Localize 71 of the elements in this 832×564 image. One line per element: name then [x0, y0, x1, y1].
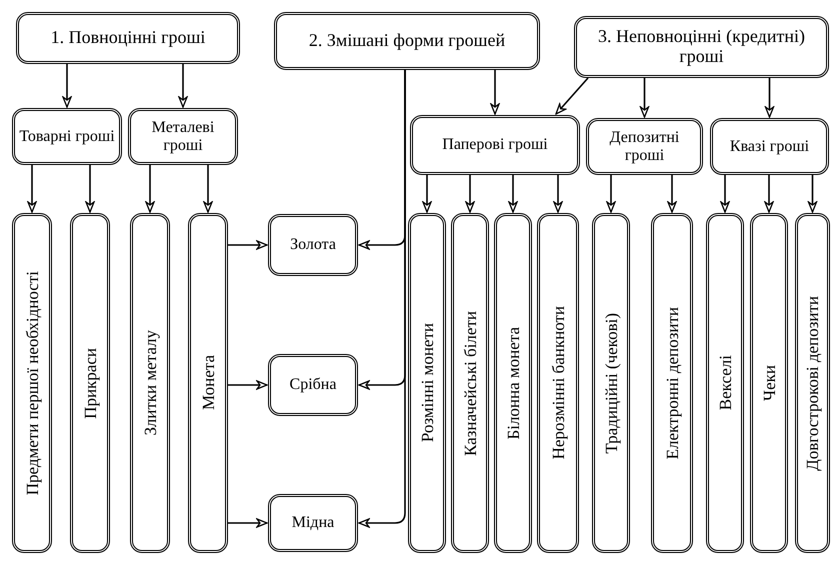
rounded-box — [16, 12, 240, 64]
box-label: Злитки металу — [142, 330, 158, 436]
arrow — [764, 175, 774, 213]
arrow — [228, 240, 268, 250]
rounded-box — [12, 108, 122, 165]
box-label: Електронні депозити — [664, 306, 680, 460]
arrow — [640, 78, 650, 118]
box-label: Монета — [200, 355, 216, 411]
rounded-box — [268, 214, 358, 276]
rounded-box — [274, 12, 540, 70]
box-label: Традиційні (чекові) — [602, 312, 620, 454]
arrow — [422, 175, 432, 213]
vertical-box — [12, 213, 52, 553]
box-label: Паперові гроші — [441, 136, 549, 154]
arrow — [720, 175, 730, 213]
arrow — [62, 64, 72, 108]
arrow — [358, 70, 406, 528]
box-label: Нерозмінні банкноти — [550, 306, 566, 460]
box-label: Товарні гроші — [18, 128, 116, 146]
vertical-box — [537, 213, 579, 553]
box-label: Депозитні гроші — [608, 128, 680, 164]
arrow — [555, 77, 589, 115]
arrow — [490, 70, 500, 115]
box-label: Прикраси — [82, 348, 98, 418]
box-label: Розмінні монети — [418, 323, 436, 443]
vertical-box — [451, 213, 489, 553]
vertical-box — [70, 213, 110, 553]
arrow — [465, 175, 475, 213]
vertical-box — [494, 213, 532, 553]
arrow — [145, 165, 155, 213]
rounded-box — [586, 118, 703, 175]
box-label: Довгострокові депозити — [804, 296, 821, 470]
vertical-box — [130, 213, 170, 553]
rounded-box — [410, 115, 580, 175]
rounded-box — [128, 108, 238, 165]
box-label: Квазі гроші — [728, 138, 810, 156]
box-label: Білонна монета — [504, 326, 522, 440]
arrow — [606, 175, 616, 213]
box-label: Чеки — [760, 365, 778, 401]
arrow — [508, 175, 518, 213]
box-label: Мідна — [290, 514, 336, 532]
rounded-box — [710, 118, 829, 175]
rounded-box — [574, 16, 829, 78]
arrow — [203, 165, 213, 213]
rounded-box — [268, 354, 358, 416]
vertical-box — [592, 213, 630, 553]
vertical-box — [750, 213, 788, 553]
box-label: 3. Неповноцінні (кредитні) гроші — [597, 27, 806, 67]
box-label: Золота — [289, 236, 337, 254]
arrow — [808, 175, 818, 213]
arrow — [228, 518, 268, 528]
rounded-box — [268, 494, 358, 552]
vertical-box — [651, 213, 693, 553]
box-label: Срібна — [288, 376, 338, 394]
vertical-box — [795, 213, 830, 553]
arrow — [667, 175, 677, 213]
arrow — [178, 64, 188, 108]
box-label: Предмети першої необхідності — [24, 270, 40, 496]
box-label: 2. Змішані форми грошей — [308, 31, 506, 51]
box-label: Металеві гроші — [150, 118, 216, 154]
box-label: Векселі — [716, 355, 734, 411]
box-label: 1. Повноцінні гроші — [50, 28, 206, 48]
arrow — [228, 380, 268, 390]
arrow — [27, 165, 37, 213]
arrow — [553, 175, 563, 213]
box-label: Казначейські білети — [462, 310, 478, 456]
arrow — [85, 165, 95, 213]
arrow — [764, 78, 774, 118]
vertical-box — [188, 213, 228, 553]
vertical-box — [706, 213, 744, 553]
vertical-box — [408, 213, 446, 553]
